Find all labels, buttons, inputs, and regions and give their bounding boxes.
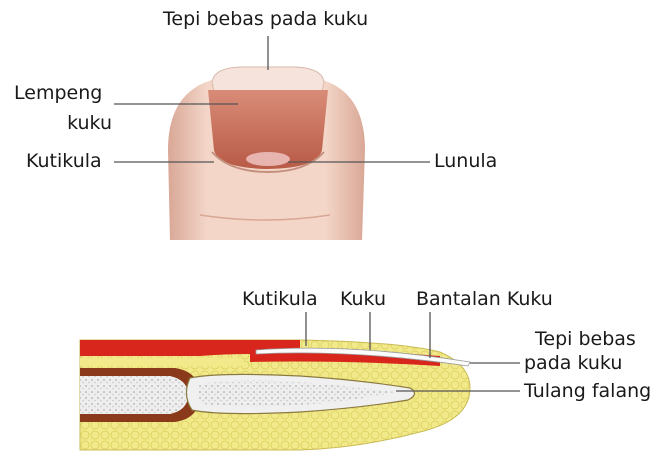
finger-cross-section (80, 340, 470, 450)
section-dermis-fold (80, 358, 244, 366)
label-nail-bed: Bantalan Kuku (416, 288, 553, 310)
label-cuticle-side: Kutikula (242, 288, 318, 310)
label-cuticle-top: Kutikula (26, 150, 102, 172)
nail-free-edge (212, 67, 324, 92)
label-nail: Kuku (340, 288, 386, 310)
label-free-edge-side-line1: Tepi bebas (535, 328, 636, 350)
finger-front-view (168, 67, 365, 240)
section-proximal-marrow (80, 376, 188, 414)
label-lunula: Lunula (434, 150, 497, 172)
label-free-edge-top: Tepi bebas pada kuku (163, 8, 368, 30)
lunula (246, 152, 290, 166)
label-nail-plate-line2: kuku (52, 112, 112, 134)
label-free-edge-side-line2: pada kuku (524, 352, 622, 374)
label-nail-plate-line1: Lempeng (14, 82, 102, 104)
label-phalanx-bone: Tulang falang (524, 380, 651, 402)
